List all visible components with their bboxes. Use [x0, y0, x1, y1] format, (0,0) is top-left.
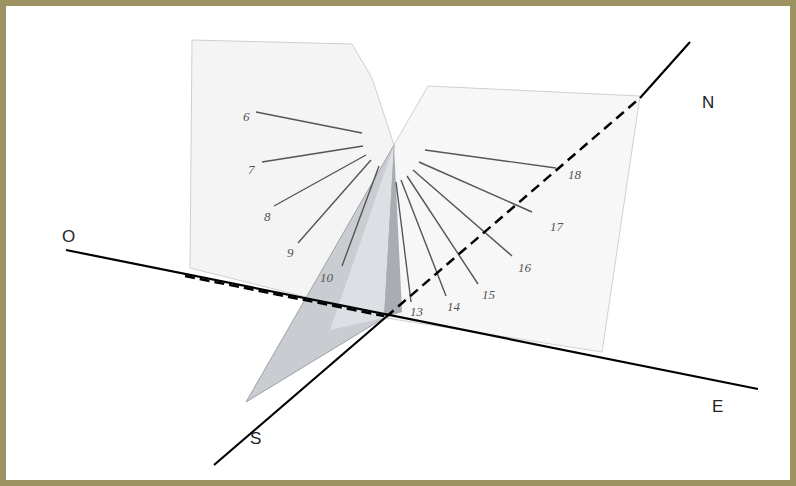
direction-letter: N — [702, 94, 714, 111]
hour-number: 13 — [410, 305, 423, 318]
hour-number: 9 — [287, 246, 294, 259]
hour-number: 6 — [243, 110, 250, 123]
hour-number: 18 — [568, 168, 581, 181]
direction-letter: S — [250, 430, 261, 447]
hour-number: 14 — [447, 300, 460, 313]
hour-number: 7 — [248, 163, 255, 176]
hour-number: 8 — [264, 210, 271, 223]
hour-number: 15 — [482, 288, 495, 301]
hour-number: 10 — [320, 271, 333, 284]
hour-number: 16 — [518, 261, 531, 274]
direction-letter: O — [62, 228, 75, 245]
hour-number: 17 — [550, 220, 563, 233]
direction-letter: E — [712, 398, 723, 415]
